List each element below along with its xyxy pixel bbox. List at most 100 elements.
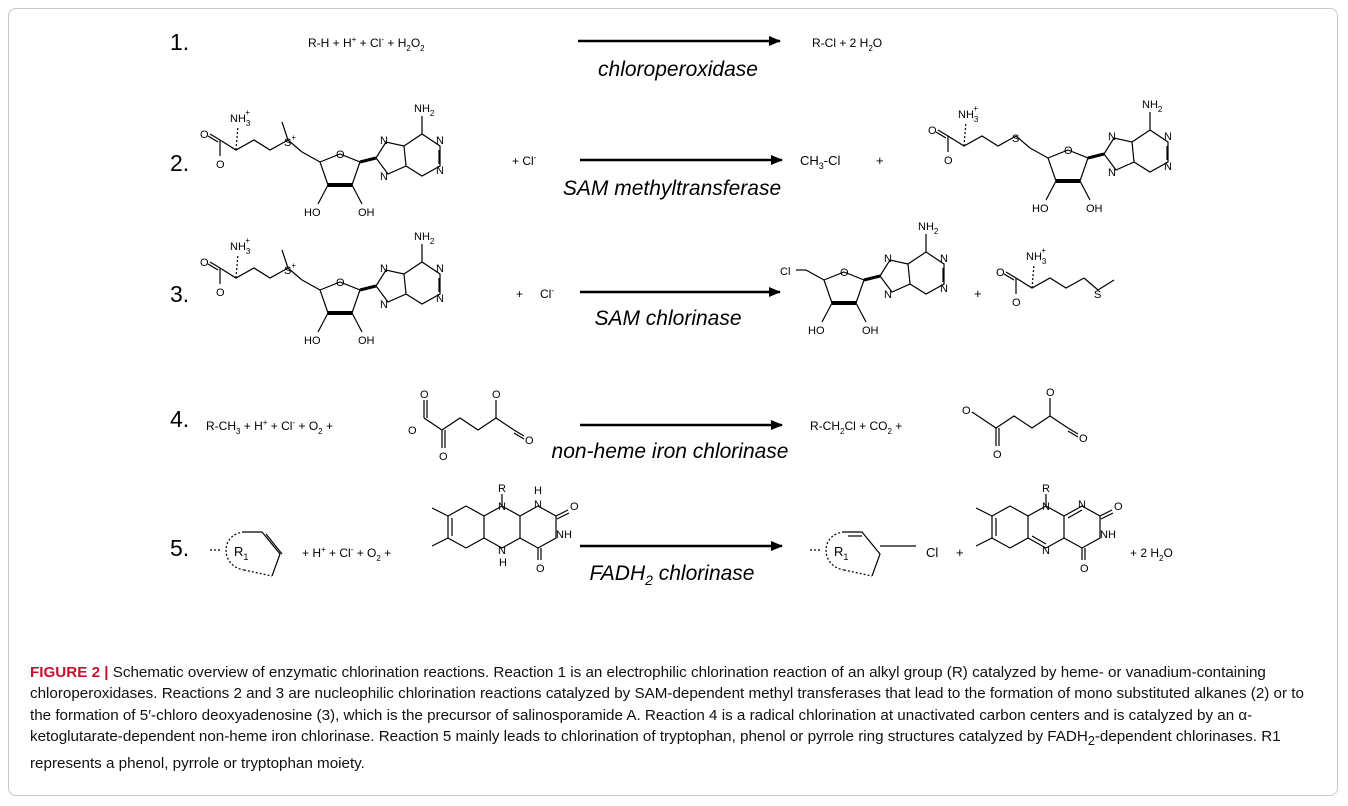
enzyme-1: chloroperoxidase (598, 58, 758, 81)
reaction-number-3: 3. (170, 281, 189, 307)
methionine: NH3+ O O S (996, 246, 1115, 309)
reaction-1: R-H + H+ + Cl- + H2O2 R-Cl + 2 H2O (308, 35, 882, 53)
atom-o-minus: O (1046, 387, 1055, 399)
reaction-4-substrates: R-CH3 + H+ + Cl- + O2 + (206, 418, 333, 436)
enzyme-5: FADH2 chlorinase (590, 562, 755, 588)
atom-oh: OH (862, 325, 879, 337)
atom-n: N (1042, 545, 1050, 557)
atom-n: N (380, 299, 388, 311)
atom-nh3: NH3+ (958, 104, 979, 124)
atom-o-ring: O (336, 149, 345, 161)
atom-o: O (200, 129, 209, 141)
enzyme-2: SAM methyltransferase (563, 177, 781, 200)
atom-r: R (498, 483, 506, 495)
atom-s-plus: S+ (284, 261, 296, 277)
atom-h: H (499, 557, 507, 569)
figure-frame (8, 8, 1338, 796)
atom-n: N (884, 289, 892, 301)
reaction-3-plus-2: + (974, 286, 982, 301)
atom-n: N (1164, 131, 1172, 143)
sah-molecule: NH3+ O O S O HO OH N N N N NH2 (928, 99, 1172, 215)
atom-o: O (993, 449, 1002, 461)
atom-o-minus: O (962, 405, 971, 417)
atom-n: N (534, 499, 542, 511)
atom-n: N (1164, 161, 1172, 173)
r1-alkene-substrate: R1 (210, 531, 283, 577)
atom-o-minus: O (216, 287, 225, 299)
chloromethane: CH3-Cl (800, 153, 841, 171)
atom-r1: R1 (834, 544, 848, 562)
atom-o: O (1080, 563, 1089, 575)
atom-nh3: NH3+ (230, 236, 251, 256)
atom-s-plus: S+ (284, 133, 296, 149)
reaction-number-4: 4. (170, 406, 189, 432)
fadh2: R N N H H N O NH O (431, 483, 579, 575)
atom-n: N (940, 283, 948, 295)
atom-o: O (928, 125, 937, 137)
atom-o: O (996, 267, 1005, 279)
enzyme-3: SAM chlorinase (594, 307, 741, 330)
caption-text-1: Schematic overview of enzymatic chlorina… (30, 664, 1304, 746)
atom-o-minus: O (216, 159, 225, 171)
atom-ho: HO (304, 335, 321, 347)
reaction-scheme: 1. 2. 3. 4. 5. chloroperoxidase SAM meth… (170, 29, 1173, 588)
atom-n: N (498, 545, 506, 557)
atom-o: O (1114, 501, 1123, 513)
atom-n: N (380, 263, 388, 275)
reaction-arrows (578, 36, 783, 551)
enzyme-4: non-heme iron chlorinase (552, 440, 789, 463)
atom-n: N (1042, 501, 1050, 513)
atom-cl-product: Cl (926, 545, 938, 560)
atom-n: N (380, 135, 388, 147)
atom-r1: R1 (234, 544, 248, 562)
atom-o-ring: O (840, 267, 849, 279)
reaction-5-substrates: + H+ + Cl- + O2 + (302, 545, 391, 563)
atom-n: N (436, 263, 444, 275)
reaction-number-5: 5. (170, 535, 189, 561)
atom-nh3: NH3+ (230, 108, 251, 128)
figure-caption: FIGURE 2 | Schematic overview of enzymat… (30, 662, 1320, 774)
reaction-3-chloride: Cl- (540, 286, 554, 301)
atom-n: N (1078, 499, 1086, 511)
atom-o: O (439, 451, 448, 463)
reaction-numbers: 1. 2. 3. 4. 5. (170, 29, 189, 561)
reaction-1-products: R-Cl + 2 H2O (812, 36, 882, 53)
reaction-2-chloride: + Cl- (512, 153, 537, 168)
reaction-3-plus: + (516, 287, 523, 301)
atom-o-minus: O (944, 155, 953, 167)
reaction-4-products: R-CH2Cl + CO2 + (810, 419, 902, 436)
atom-o: O (525, 435, 534, 447)
atom-n: N (436, 135, 444, 147)
reaction-2-plus: + (876, 153, 884, 168)
r1-chloro-product: R1 (810, 531, 916, 577)
atom-o-ring: O (336, 277, 345, 289)
atom-o: O (420, 389, 429, 401)
atom-n: N (380, 171, 388, 183)
atom-nh2: NH2 (414, 103, 435, 118)
atom-n: N (1108, 131, 1116, 143)
atom-nh2: NH2 (1142, 99, 1163, 114)
caption-subscript: 2 (1087, 734, 1095, 749)
atom-o-minus: O (492, 389, 501, 401)
atom-nh2: NH2 (918, 221, 939, 236)
atom-nh3: NH3+ (1026, 246, 1047, 266)
atom-cl: Cl (780, 266, 790, 278)
atom-n: N (436, 293, 444, 305)
atom-oh: OH (1086, 203, 1103, 215)
atom-h: H (534, 485, 542, 497)
atom-s: S (1094, 289, 1101, 301)
atom-ho: HO (304, 207, 321, 219)
reaction-number-1: 1. (170, 29, 189, 55)
atom-o-minus: O (1012, 297, 1021, 309)
reaction-1-substrates: R-H + H+ + Cl- + H2O2 (308, 35, 425, 53)
atom-o: O (1079, 433, 1088, 445)
figure-label: FIGURE 2 | (30, 664, 109, 681)
atom-o: O (536, 563, 545, 575)
atom-nh: NH (556, 529, 572, 541)
enzyme-labels: chloroperoxidase SAM methyltransferase S… (552, 58, 789, 588)
caption-text-2: -dependent chlorinases. R1 represents a … (30, 728, 1281, 772)
atom-oh: OH (358, 207, 375, 219)
atom-n: N (1108, 167, 1116, 179)
atom-r: R (1042, 483, 1050, 495)
fad: R N N N O NH O (975, 483, 1123, 575)
